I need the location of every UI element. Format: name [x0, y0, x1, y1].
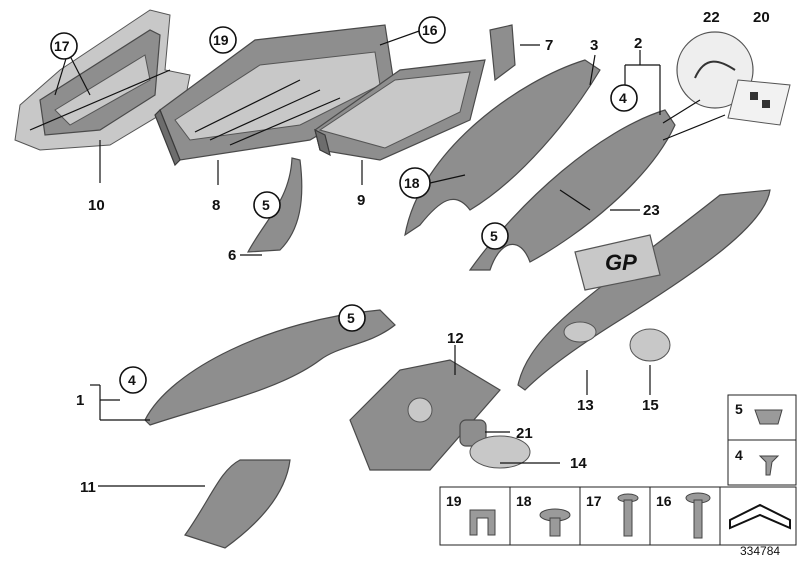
console-opening [407, 397, 433, 423]
hardware-label-19: 19 [446, 493, 462, 509]
callout-16: 16 [422, 22, 438, 38]
callout-5-lower: 5 [347, 310, 355, 326]
control-unit-housing-part [154, 24, 396, 167]
callout-6: 6 [228, 247, 236, 264]
lower-trim-part [144, 309, 396, 426]
side-cover-part [246, 157, 303, 253]
callout-4-lower: 4 [128, 372, 136, 388]
upper-lid-part [404, 59, 601, 237]
orientation-arrow-icon [729, 503, 791, 530]
callout-7: 7 [545, 37, 553, 54]
air-duct-part [314, 59, 486, 161]
hardware-box-4: 4 [727, 439, 797, 486]
hardware-box-5: 5 [727, 394, 797, 441]
callout-2: 2 [634, 35, 642, 52]
callout-23: 23 [643, 202, 660, 219]
callout-12: 12 [447, 330, 464, 347]
bracket-cover-part [184, 459, 291, 549]
diagram-number: 334784 [740, 544, 780, 558]
bezel-ring-part [469, 435, 531, 469]
callout-18: 18 [404, 175, 420, 191]
gp-badge-icon: GP [574, 234, 661, 291]
callout-17: 17 [54, 38, 70, 54]
callout-8: 8 [212, 197, 220, 214]
outer-lid-part [468, 109, 676, 271]
hardware-label-18: 18 [516, 493, 532, 509]
callout-14: 14 [570, 455, 587, 472]
hardware-label-5: 5 [735, 401, 743, 417]
callout-4-upper: 4 [619, 90, 627, 106]
callout-20: 20 [753, 9, 770, 26]
callout-1: 1 [76, 392, 84, 409]
handle-opening [563, 321, 597, 343]
hardware-label-16: 16 [656, 493, 672, 509]
callout-10: 10 [88, 197, 105, 214]
bracket-frame-part [14, 9, 191, 151]
gp-badge-text: GP [605, 250, 637, 275]
callout-11: 11 [80, 479, 96, 496]
checkered-flag-badge-icon [727, 79, 791, 126]
leader-lines [54, 29, 726, 487]
callout-22: 22 [703, 9, 720, 26]
cap-part [629, 328, 671, 362]
callout-15: 15 [642, 397, 659, 414]
callout-5-side: 5 [262, 197, 270, 213]
small-trim-part [489, 24, 516, 82]
callout-5-lid: 5 [490, 228, 498, 244]
callouts: 10 17 19 16 8 9 7 3 2 4 22 20 18 5 6 5 2… [50, 9, 770, 496]
callout-3: 3 [590, 37, 598, 54]
callout-21: 21 [516, 425, 533, 442]
hardware-label-4: 4 [735, 447, 743, 463]
callout-9: 9 [357, 192, 365, 209]
hardware-box-row: 19 18 17 16 [439, 486, 797, 546]
hardware-label-17: 17 [586, 493, 602, 509]
signature-badge-icon [676, 31, 754, 109]
callout-13: 13 [577, 397, 594, 414]
callout-19: 19 [213, 32, 229, 48]
